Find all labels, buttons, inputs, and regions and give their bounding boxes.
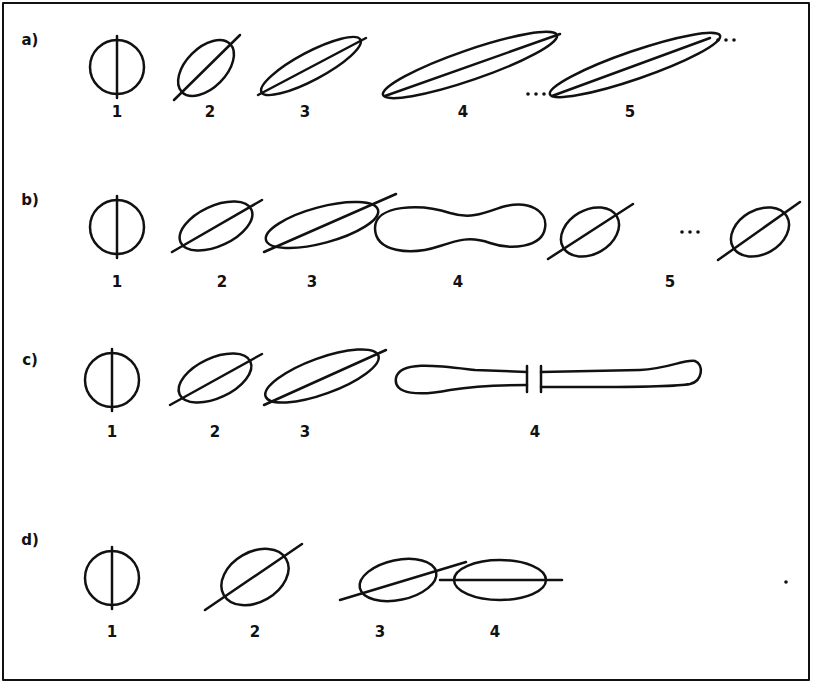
stage-number: 4 [440,103,486,121]
stage-number: 3 [289,273,335,291]
row-letter: a) [7,31,53,49]
stage-number: 2 [232,623,278,641]
ellipsis-dots [526,38,788,584]
stage-number: 2 [199,273,245,291]
stage-number: 5 [647,273,693,291]
stage-number: 1 [89,623,135,641]
stage-number: 3 [357,623,403,641]
stage-number: 1 [94,103,140,121]
stage-number: 4 [512,423,558,441]
stage-number: 1 [89,423,135,441]
stage-number: 1 [94,273,140,291]
stage-number: 3 [282,103,328,121]
stage-number: 3 [282,423,328,441]
row-letter: c) [7,351,53,369]
stage-number: 4 [472,623,518,641]
stage-number: 2 [187,103,233,121]
row-letter: b) [7,191,53,209]
stage-number: 5 [607,103,653,121]
stage-number: 4 [435,273,481,291]
row-letter: d) [7,531,53,549]
stage-number: 2 [192,423,238,441]
